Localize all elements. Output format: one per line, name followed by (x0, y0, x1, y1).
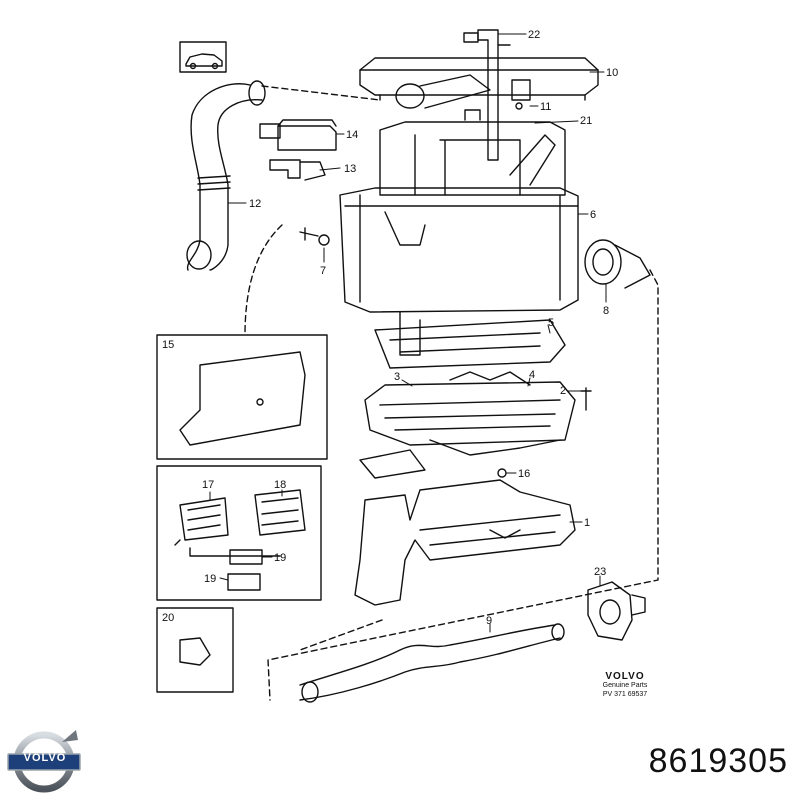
label-20: 20 (162, 612, 174, 624)
screw-small (580, 387, 592, 411)
filter-element (379, 109, 566, 196)
ecu-module (259, 119, 337, 151)
strap-bracket (463, 29, 511, 161)
part-number: 8619305 (648, 742, 788, 780)
inset-17-18-19 (156, 465, 322, 601)
label-16: 16 (518, 468, 530, 480)
connector-lines (244, 85, 659, 701)
label-9: 9 (486, 615, 492, 627)
relay-board (359, 371, 576, 479)
inset-20 (156, 607, 234, 693)
brand-line2: PV 371 69537 (602, 691, 648, 698)
label-10: 10 (606, 67, 618, 79)
label-3: 3 (394, 371, 400, 383)
label-13: 13 (344, 163, 356, 175)
intake-hose (186, 80, 266, 271)
label-14: 14 (346, 129, 358, 141)
label-5: 5 (548, 317, 554, 329)
label-22: 22 (528, 29, 540, 41)
leader-lines (209, 33, 607, 633)
flange (587, 581, 646, 641)
box-housing (339, 187, 579, 356)
label-21: 21 (580, 115, 592, 127)
label-17: 17 (202, 479, 214, 491)
brand-name: VOLVO (605, 671, 645, 682)
lower-hose (299, 623, 565, 703)
label-7: 7 (320, 265, 326, 277)
label-11: 11 (540, 101, 551, 113)
label-12: 12 (249, 198, 261, 210)
grommet (584, 239, 651, 289)
inset-15 (156, 334, 328, 460)
label-6: 6 (590, 209, 596, 221)
ecu-holder (269, 159, 326, 181)
label-23: 23 (594, 566, 606, 578)
air-filter-cover (359, 57, 599, 109)
part-labels: 22 10 11 21 14 13 12 6 7 8 5 3 4 2 16 1 … (162, 29, 618, 627)
label-1: 1 (584, 517, 590, 529)
label-19b: 19 (204, 573, 216, 585)
label-19a: 19 (274, 552, 286, 564)
brand-block: VOLVO Genuine Parts PV 371 69537 (590, 672, 660, 699)
label-15: 15 (162, 339, 174, 351)
clip (497, 468, 507, 478)
label-4: 4 (529, 369, 535, 381)
logo-word: VOLVO (23, 752, 67, 764)
label-2: 2 (560, 385, 566, 397)
lower-tray (354, 479, 576, 606)
label-8: 8 (603, 305, 609, 317)
label-18: 18 (274, 479, 286, 491)
brand-line1: Genuine Parts (602, 682, 648, 689)
car-icon (179, 41, 227, 73)
screw (299, 227, 330, 246)
relay (511, 79, 531, 110)
volvo-logo-icon (7, 730, 81, 793)
mounting-plate (374, 319, 566, 369)
